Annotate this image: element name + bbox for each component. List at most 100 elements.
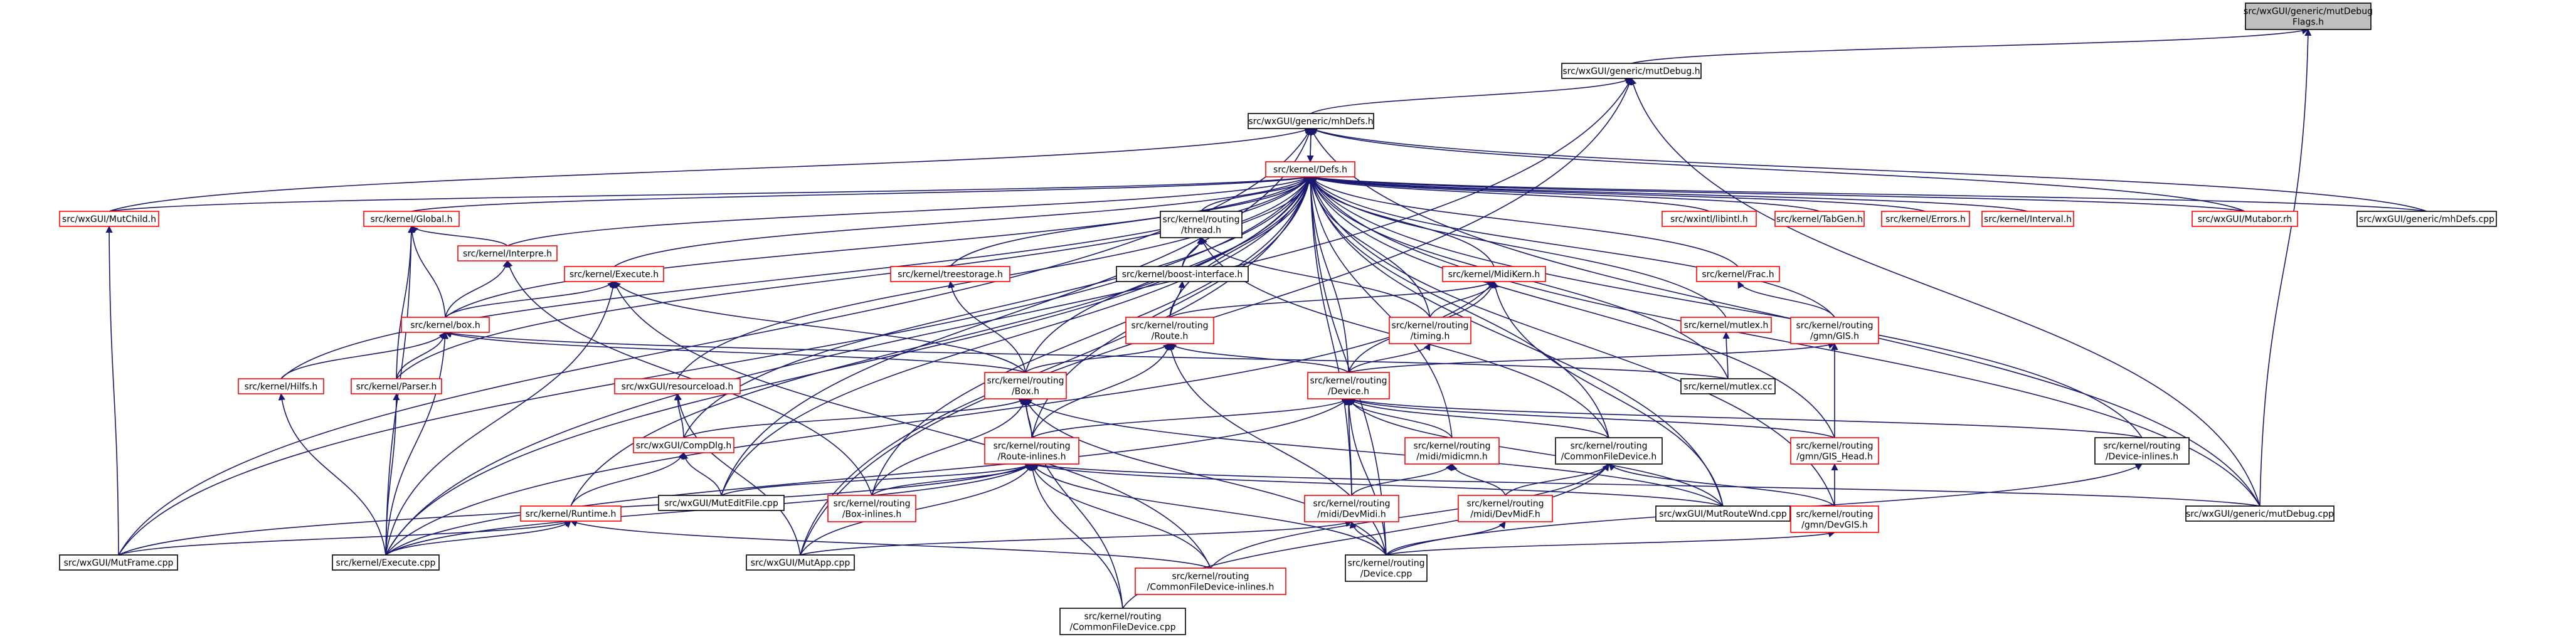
node-tabgen-h[interactable]: src/kernel/TabGen.h <box>1774 211 1865 227</box>
include-edge <box>1201 237 1431 318</box>
node-box-inlines-h[interactable]: src/kernel/routing/Box-inlines.h <box>827 495 916 522</box>
include-edge <box>871 176 1312 496</box>
node-mutapp-cpp[interactable]: src/wxGUI/MutApp.cpp <box>746 554 855 571</box>
node-commonfiledevice-inlines-h[interactable]: src/kernel/routing/CommonFileDevice-inli… <box>1135 568 1286 595</box>
include-edge <box>444 330 1026 373</box>
node-devmidf-h[interactable]: src/kernel/routing/midi/DevMidF.h <box>1458 495 1553 522</box>
node-mhdefs-cpp[interactable]: src/wxGUI/generic/mhDefs.cpp <box>2356 211 2497 227</box>
node-label-line: /CommonFileDevice.h <box>1561 452 1656 462</box>
node-device-inlines-h[interactable]: src/kernel/routing/Device-inlines.h <box>2094 437 2190 465</box>
node-device-h[interactable]: src/kernel/routing/Device.h <box>1307 372 1390 399</box>
node-parser-h[interactable]: src/kernel/Parser.h <box>351 378 442 394</box>
include-edge <box>1492 280 1724 507</box>
node-label-line: src/kernel/Runtime.h <box>526 509 617 519</box>
node-treestorage-h[interactable]: src/kernel/treestorage.h <box>890 266 1010 282</box>
node-label-line: src/kernel/Execute.cpp <box>336 558 436 568</box>
include-edge <box>1310 127 2245 212</box>
node-label-line: /midi/midicmn.h <box>1416 452 1488 462</box>
node-label-line: src/wxGUI/generic/mhDefs.h <box>1248 117 1373 127</box>
node-execute-h[interactable]: src/kernel/Execute.h <box>564 266 664 282</box>
node-mutchild-h[interactable]: src/wxGUI/MutChild.h <box>59 211 159 227</box>
node-mutdebug-h[interactable]: src/wxGUI/generic/mutDebug.h <box>1561 63 1702 79</box>
node-label-line: /Device.cpp <box>1360 569 1413 579</box>
include-edge <box>950 176 1311 267</box>
node-mutdebug-cpp[interactable]: src/wxGUI/generic/mutDebug.cpp <box>2185 505 2335 522</box>
node-box-h[interactable]: src/kernel/box.h <box>401 317 490 333</box>
node-label-line: src/kernel/mutlex.cc <box>1683 382 1772 392</box>
node-label-line: src/kernel/Defs.h <box>1273 165 1347 175</box>
include-edge <box>1182 176 1312 267</box>
node-label-line: src/kernel/treestorage.h <box>898 270 1003 280</box>
node-label-line: src/kernel/boost-interface.h <box>1122 270 1243 280</box>
node-interpre-h[interactable]: src/kernel/Interpre.h <box>457 245 558 261</box>
include-edge <box>1722 331 1730 379</box>
node-compdlg-h[interactable]: src/wxGUI/CompDlg.h <box>633 437 734 453</box>
include-edge <box>1025 398 1387 556</box>
node-label-line: src/kernel/routing <box>1796 321 1873 331</box>
include-edge <box>105 225 119 556</box>
node-midicmn-h[interactable]: src/kernel/routing/midi/midicmn.h <box>1404 437 1500 465</box>
node-devmidi-h[interactable]: src/kernel/routing/midi/DevMidi.h <box>1304 495 1399 522</box>
node-runtime-h[interactable]: src/kernel/Runtime.h <box>520 505 622 522</box>
node-label-line: src/kernel/mutlex.h <box>1684 320 1769 330</box>
include-edge <box>1031 398 1349 438</box>
node-mhdefs-h[interactable]: src/wxGUI/generic/mhDefs.h <box>1248 113 1374 129</box>
node-route-inlines-h[interactable]: src/kernel/routing/Route-inlines.h <box>984 437 1079 465</box>
node-execute-cpp[interactable]: src/kernel/Execute.cpp <box>332 554 440 571</box>
node-resourceload-h[interactable]: src/wxGUI/resourceload.h <box>614 378 741 394</box>
include-edge <box>445 281 615 318</box>
include-edge <box>1169 281 1495 318</box>
include-edge <box>613 176 1311 267</box>
include-edge <box>280 332 446 379</box>
node-global-h[interactable]: src/kernel/Global.h <box>363 211 460 227</box>
node-mutframe-cpp[interactable]: src/wxGUI/MutFrame.cpp <box>59 554 178 571</box>
include-edge <box>1347 396 2143 438</box>
node-mutlex-cc[interactable]: src/kernel/mutlex.cc <box>1680 378 1776 394</box>
include-edge <box>1631 27 2309 64</box>
node-gis-h[interactable]: src/kernel/routing/gmn/GIS.h <box>1790 317 1879 344</box>
node-libintl-h[interactable]: src/wxintl/libintl.h <box>1662 211 1757 227</box>
node-label-line: src/kernel/Execute.h <box>570 270 659 280</box>
include-edge <box>1031 462 1724 507</box>
node-route-h[interactable]: src/kernel/routing/Route.h <box>1125 317 1214 344</box>
include-edge <box>1351 463 1453 496</box>
node-mutlex-h[interactable]: src/kernel/mutlex.h <box>1680 317 1772 333</box>
node-frac-h[interactable]: src/kernel/Frac.h <box>1696 266 1780 282</box>
node-kernel-defs-h[interactable]: src/kernel/Defs.h <box>1265 161 1355 177</box>
include-edge <box>1308 176 1835 507</box>
node-boost-interface-h[interactable]: src/kernel/boost-interface.h <box>1116 266 1249 282</box>
node-commonfiledevice-cpp[interactable]: src/kernel/routing/CommonFileDevice.cpp <box>1059 608 1186 635</box>
include-edge <box>1309 176 1710 212</box>
node-thread-h[interactable]: src/kernel/routing/thread.h <box>1160 211 1243 238</box>
node-interval-h[interactable]: src/kernel/Interval.h <box>1981 211 2074 227</box>
node-label-line: /Route.h <box>1152 332 1189 342</box>
node-mutroutewnd-cpp[interactable]: src/wxGUI/MutRouteWnd.cpp <box>1655 505 1791 522</box>
node-label-line: src/kernel/TabGen.h <box>1776 214 1863 224</box>
node-muteditfile-cpp[interactable]: src/wxGUI/MutEditFile.cpp <box>658 495 785 511</box>
include-edge <box>1310 78 1632 114</box>
include-edge <box>871 398 1027 496</box>
include-edge <box>109 127 1312 212</box>
include-edge <box>396 225 415 379</box>
include-edge <box>570 452 685 507</box>
node-label-line: /CommonFileDevice.cpp <box>1070 623 1176 633</box>
node-box-routing-h[interactable]: src/kernel/routing/Box.h <box>984 372 1067 399</box>
node-commonfiledevice-h[interactable]: src/kernel/routing/CommonFileDevice.h <box>1555 437 1663 465</box>
node-devgis-h[interactable]: src/kernel/routing/gmn/DevGIS.h <box>1790 505 1879 533</box>
node-label-line: src/kernel/Frac.h <box>1702 270 1774 280</box>
node-label-line: Flags.h <box>2292 18 2324 28</box>
node-hilfs-h[interactable]: src/kernel/Hilfs.h <box>238 378 324 394</box>
node-gis-head-h[interactable]: src/kernel/routing/gmn/GIS_Head.h <box>1790 437 1879 465</box>
node-device-cpp[interactable]: src/kernel/routing/Device.cpp <box>1345 554 1428 582</box>
node-midikern-h[interactable]: src/kernel/MidiKern.h <box>1442 266 1546 282</box>
include-edge <box>681 452 722 496</box>
node-mutabor-rh[interactable]: src/wxGUI/Mutabor.rh <box>2192 211 2298 227</box>
include-edge <box>385 78 1632 556</box>
node-errors-h[interactable]: src/kernel/Errors.h <box>1881 211 1970 227</box>
include-edge <box>1169 343 1349 373</box>
node-timing-h[interactable]: src/kernel/routing/timing.h <box>1389 317 1471 344</box>
include-edge <box>1308 176 1724 507</box>
